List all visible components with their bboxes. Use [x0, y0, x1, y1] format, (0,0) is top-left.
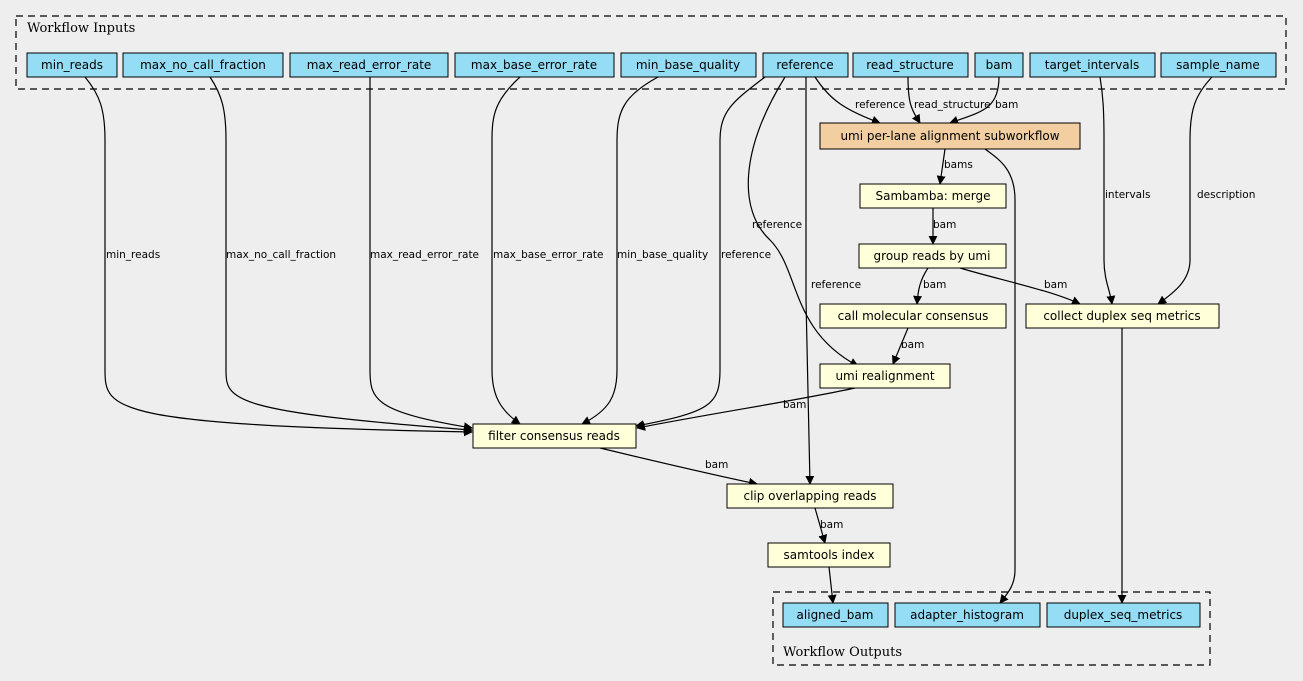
step-sambamba-merge[interactable]: Sambamba: merge	[859, 183, 1007, 209]
edge-min-base-quality	[581, 76, 659, 425]
step-samtools-index[interactable]: samtools index	[767, 542, 891, 568]
input-min-base-quality-label: min_base_quality	[636, 58, 740, 72]
input-reference[interactable]: reference	[762, 52, 849, 78]
step-collect-metrics-label: collect duplex seq metrics	[1043, 309, 1200, 323]
input-sample-name[interactable]: sample_name	[1160, 52, 1277, 78]
edge-label-bams: bams	[944, 159, 973, 171]
edge-label-reference-filter: reference	[721, 249, 771, 261]
input-max-no-call-fraction-label: max_no_call_fraction	[140, 58, 266, 72]
workflow-inputs-title: Workflow Inputs	[27, 21, 135, 36]
step-sambamba-merge-label: Sambamba: merge	[876, 189, 991, 203]
step-group-reads-label: group reads by umi	[874, 249, 991, 263]
edge-max-no-call-fraction	[209, 76, 473, 434]
edge-read-structure	[907, 76, 921, 124]
input-target-intervals[interactable]: target_intervals	[1029, 52, 1156, 78]
workflow-outputs-cluster: Workflow Outputs	[772, 591, 1211, 666]
edge-label-group-metrics: bam	[1044, 279, 1067, 291]
step-collect-duplex-seq-metrics[interactable]: collect duplex seq metrics	[1025, 303, 1220, 329]
edge-label-group-consensus: bam	[923, 279, 946, 291]
step-group-reads-by-umi[interactable]: group reads by umi	[858, 243, 1007, 269]
input-min-base-quality[interactable]: min_base_quality	[620, 52, 757, 78]
input-min-reads-label: min_reads	[41, 58, 103, 72]
edge-realign-filter	[636, 387, 856, 431]
output-aligned-bam[interactable]: aligned_bam	[782, 602, 889, 628]
edge-label-bam-sub: bam	[995, 99, 1018, 111]
edge-label-merge-bam: bam	[933, 219, 956, 231]
step-umi-realignment[interactable]: umi realignment	[819, 363, 951, 389]
edge-clip-index	[814, 507, 828, 544]
edge-description	[1157, 76, 1213, 305]
edge-reference-clip	[805, 77, 815, 485]
edge-label-reference-sub: reference	[855, 99, 905, 111]
edge-label-consensus-realign: bam	[901, 339, 924, 351]
step-umi-per-lane-alignment-subworkflow[interactable]: umi per-lane alignment subworkflow	[819, 122, 1081, 150]
output-aligned-bam-label: aligned_bam	[797, 608, 874, 622]
edge-index-output	[827, 566, 837, 604]
step-umi-subworkflow-label: umi per-lane alignment subworkflow	[840, 129, 1059, 143]
edge-reference-realign	[747, 76, 859, 367]
input-max-base-error-rate-label: max_base_error_rate	[471, 58, 597, 72]
input-bam-label: bam	[986, 58, 1013, 72]
output-adapter-histogram-label: adapter_histogram	[910, 608, 1024, 622]
edge-min-reads	[84, 76, 473, 437]
input-max-base-error-rate[interactable]: max_base_error_rate	[454, 52, 615, 78]
edge-bams	[936, 148, 946, 185]
edge-label-min-reads: min_reads	[106, 249, 160, 261]
step-samtools-index-label: samtools index	[784, 548, 875, 562]
edge-label-max-read-error-rate: max_read_error_rate	[370, 249, 479, 261]
edge-label-realign-filter: bam	[783, 399, 806, 411]
edge-label-filter-clip: bam	[705, 459, 728, 471]
workflow-outputs-title: Workflow Outputs	[783, 645, 902, 660]
input-max-no-call-fraction[interactable]: max_no_call_fraction	[122, 52, 284, 78]
step-umi-realignment-label: umi realignment	[835, 369, 934, 383]
step-clip-overlapping-reads[interactable]: clip overlapping reads	[726, 483, 894, 509]
edge-consensus-realign	[891, 327, 909, 365]
edge-label-reference-clip: reference	[811, 279, 861, 291]
edge-label-reference-realign: reference	[752, 219, 802, 231]
edge-label-read-structure: read_structure	[914, 99, 991, 111]
edge-reference-filter	[635, 76, 766, 429]
step-filter-consensus-label: filter consensus reads	[488, 429, 620, 443]
input-max-read-error-rate[interactable]: max_read_error_rate	[289, 52, 449, 78]
workflow-inputs-cluster: Workflow Inputs	[15, 15, 1287, 90]
edge-label-min-base-quality: min_base_quality	[617, 249, 708, 261]
edge-reference-sub	[814, 76, 881, 125]
edges	[84, 76, 1213, 604]
output-adapter-histogram[interactable]: adapter_histogram	[894, 602, 1041, 628]
edge-max-read-error-rate	[369, 77, 473, 432]
edge-filter-clip	[599, 447, 758, 487]
input-read-structure[interactable]: read_structure	[852, 52, 969, 78]
edge-label-clip-index: bam	[820, 519, 843, 531]
input-bam[interactable]: bam	[974, 52, 1024, 78]
edge-label-intervals: intervals	[1105, 189, 1151, 201]
input-min-reads[interactable]: min_reads	[26, 52, 118, 78]
edge-max-base-error-rate	[491, 76, 521, 425]
input-read-structure-label: read_structure	[866, 58, 953, 72]
output-duplex-seq-metrics[interactable]: duplex_seq_metrics	[1046, 602, 1201, 628]
edge-adapter-histogram	[984, 148, 1016, 604]
input-max-read-error-rate-label: max_read_error_rate	[307, 58, 432, 72]
edge-label-max-no-call-fraction: max_no_call_fraction	[226, 249, 336, 261]
edge-labels: min_reads max_no_call_fraction max_read_…	[106, 99, 1255, 531]
edge-group-consensus	[913, 267, 929, 305]
step-call-consensus-label: call molecular consensus	[838, 309, 989, 323]
step-clip-overlapping-label: clip overlapping reads	[743, 489, 876, 503]
edge-label-description: description	[1197, 189, 1255, 201]
input-reference-label: reference	[776, 58, 833, 72]
edge-label-max-base-error-rate: max_base_error_rate	[493, 249, 603, 261]
edge-intervals	[1099, 76, 1116, 305]
input-target-intervals-label: target_intervals	[1045, 58, 1140, 72]
step-call-molecular-consensus[interactable]: call molecular consensus	[819, 303, 1007, 329]
input-sample-name-label: sample_name	[1176, 58, 1260, 72]
output-duplex-seq-metrics-label: duplex_seq_metrics	[1064, 608, 1183, 622]
step-filter-consensus-reads[interactable]: filter consensus reads	[472, 423, 637, 449]
edge-group-metrics	[959, 267, 1081, 305]
edge-bam-sub	[949, 76, 1000, 125]
